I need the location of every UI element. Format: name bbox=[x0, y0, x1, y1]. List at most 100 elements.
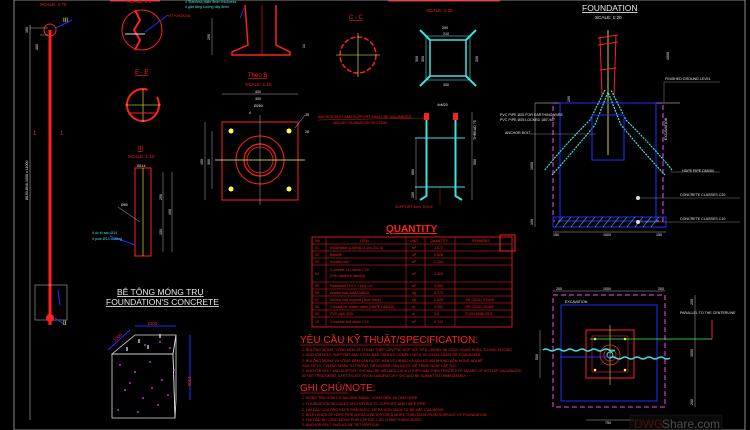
drawing-foundation-finished_ground: FINISHED GROUND LEVEL bbox=[665, 77, 711, 81]
section-C: C - C bbox=[336, 15, 380, 77]
quantity-rows-8-remarks: TCVN 6056-2011 bbox=[465, 312, 493, 316]
specification-lines-0: 1. BULÔNG MÓNG, VÒNG ĐỆM VÀ THANH THÉP C… bbox=[302, 347, 513, 352]
drawing-anchor_plan-dim_right: 300 bbox=[475, 56, 479, 62]
quantity-rows-7-item: Conduit for power cable (HDPE D65/50) bbox=[330, 305, 394, 309]
foundation-plan: 200 1000 200 EXCAVATION PARALLEL TO THE … bbox=[535, 287, 736, 425]
drawing-anchor_plan-dim_bottom: 300 bbox=[443, 83, 449, 87]
drawing-detail_III-dim_2: 400 bbox=[168, 209, 172, 215]
quantity-rows-0-qty: 1.872 bbox=[434, 246, 443, 250]
foundation-section: FOUNDATION SCALE: 1:20 FINISHED GROUND L… bbox=[499, 3, 740, 252]
quantity-rows-6-qty: 0.629 bbox=[434, 298, 443, 302]
drawing-foundation-dim_side: 150 bbox=[656, 233, 662, 237]
drawing-detail_base-note_2: 4 gân tăng cường dày 8mm bbox=[185, 5, 229, 9]
drawing-foundation-dim_side: 150 bbox=[553, 233, 559, 237]
specification-lines-4: 2. ANCHOR BOLT AND SUPPORT SHOULD BE WEL… bbox=[302, 369, 522, 373]
quantity-rows-9-qty: 0.144 bbox=[434, 320, 443, 324]
drawing-foundation-anchor_bolt: ANCHOR BOLT bbox=[505, 131, 531, 135]
drawing-anchor_bolt-bolt_size: 4xM20 bbox=[437, 103, 448, 107]
quantity-rows-9-unit: m³ bbox=[412, 320, 417, 324]
drawing-foundation-scale: SCALE: 1:20 bbox=[595, 15, 622, 20]
anchor-plan: SCALE: 1:20 250 210 300 300 300 300 bbox=[415, 8, 479, 87]
drawing-anchor_plan-dim_left_inner: 300 bbox=[421, 56, 425, 62]
col-header-unit: UNIT bbox=[410, 239, 419, 243]
drawing-section_C-title: C - C bbox=[349, 15, 364, 21]
quantity-rows-3-no: 04 bbox=[315, 272, 319, 276]
quantity-rows-9-item: Concrete 4x6 stone C10 bbox=[330, 320, 369, 324]
detail-base: 4 Stainless plate 8mm thickness 4 gân tă… bbox=[185, 0, 306, 56]
detail-E: SCALE: 1:5 VIT KHOA M8 E - E bbox=[121, 0, 191, 122]
drawing-foundation-dim_right_top: 1000 bbox=[666, 52, 670, 60]
anchor-bolt-elevation: ANCHOR BOLT AND SUPPORT SHALL BE GALVANI… bbox=[317, 103, 477, 209]
quantity-rows-3-item: Concrete 1x2 stone C20 bbox=[330, 268, 369, 272]
drawing-detail_base-dim_right: 14 bbox=[302, 44, 306, 48]
specification-lines-1: 1. ANCHOR BOLT, SUPPORT AND STEEL BAR SH… bbox=[302, 353, 482, 357]
col-header-no: No bbox=[315, 239, 320, 243]
note-lines-2: 2. HAI ĐẦU CỦA ỐNG HDPE PHẢI ĐƯỢC ĐỂ RA … bbox=[302, 407, 445, 412]
quantity-title: QUANTITY bbox=[386, 224, 437, 235]
watermark-suffix: Share.com bbox=[662, 417, 720, 430]
drawing-foundation-dim_base: 1000 bbox=[603, 233, 611, 237]
drawing-pole_elevation-dim_top_1: 150 bbox=[25, 27, 29, 33]
quantity-rows-5-unit: kg bbox=[412, 291, 416, 295]
drawing-pole_elevation-dim_top_2: 300 bbox=[35, 44, 39, 50]
drawing-anchor_plan-scale: SCALE: 1:20 bbox=[426, 8, 453, 13]
quantity-rows-6-remarks: JIS G3101 SS400 bbox=[465, 298, 494, 302]
quantity-rows-5-item: Anchor bolt 4xM20x800L bbox=[330, 291, 370, 295]
drawing-detail_B-dim_h_inner: 300 bbox=[207, 159, 211, 165]
col-header-quantity: QUANTITY bbox=[430, 239, 449, 243]
galvanized-note: ANCHOR BOLT AND SUPPORT SHALL BE GALVANI… bbox=[318, 115, 412, 119]
quantity-rows-7-unit: m bbox=[412, 305, 415, 309]
drawing-detail_B-dim_hole: 4 bbox=[249, 111, 251, 115]
quantity-rows-2-item: Surplus soil bbox=[330, 260, 349, 264]
pole-height-dim: Ø150-Ø48-1000 x 11000 bbox=[25, 161, 29, 201]
specification-title: YÊU CẦU KỸ THUẬT/SPECIFICATION: bbox=[300, 333, 478, 346]
drawing-detail_III-dim_top: Ø114 bbox=[137, 164, 146, 168]
quantity-rows-2-qty: 1.344 bbox=[434, 260, 443, 264]
quantity-rows-1-unit: m³ bbox=[412, 253, 417, 257]
concrete-block: BÊ TÔNG MÓNG TRỤ FOUNDATION'S CONCRETE 1… bbox=[106, 287, 219, 419]
quantity-rows-1-no: 02 bbox=[315, 253, 319, 257]
drawing-plan-dim_right: 1000 bbox=[690, 349, 694, 357]
drawing-detail_III-note_1: 4 ốc bi sau Ø14 bbox=[92, 231, 117, 235]
quantity-rows-8-qty: 0.8 bbox=[434, 312, 439, 316]
col-header-remarks: REMARKS bbox=[472, 239, 490, 243]
drawing-plan-excavation: EXCAVATION bbox=[565, 300, 588, 304]
drawing-detail_III-dim_1: 250 bbox=[159, 194, 163, 200]
drawing-detail_E-title: E - E bbox=[135, 70, 148, 76]
detail-III: III SCALE: 1:10 Ø114 250 400 150 Ø60 4 ố… bbox=[92, 146, 173, 257]
quantity-rows-9-no: 10 bbox=[315, 320, 319, 324]
quantity-rows-6-unit: kg bbox=[412, 298, 416, 302]
drawing-anchor_bolt-dim_2: 500 bbox=[473, 159, 477, 165]
foundation-title: FOUNDATION bbox=[582, 3, 638, 13]
drawing-anchor_bolt-support: SUPPORT 3mm THICK bbox=[395, 205, 434, 209]
pole-scale: SCALE: 1:75 bbox=[40, 2, 67, 7]
quantity-rows-4-item: Formwork (1.0 x 1.0m) x 4 bbox=[330, 284, 372, 288]
note-title: GHI CHÚ/NOTE: bbox=[300, 381, 376, 394]
drawing-foundation-note_left_2: PVC PIPE Ø25 LOCKED 180°/45° bbox=[500, 118, 556, 122]
parallel-note: PARALLEL TO THE CENTERLINE bbox=[680, 311, 736, 315]
quantity-rows-0-no: 01 bbox=[315, 246, 319, 250]
quantity-rows-7-remarks: JIS G3101 SS400 bbox=[465, 305, 494, 309]
drawing-anchor_plan-dim_top: 250 bbox=[442, 26, 448, 30]
quantity-rows-1-qty: 0.528 bbox=[434, 253, 443, 257]
drawing-foundation-concrete_c10: CONCRETE CLASSES C10 bbox=[680, 217, 725, 221]
drawing-detail_E-scale: SCALE: 1:5 bbox=[127, 0, 151, 4]
drawing-anchor_bolt-thread: THREAD 75 bbox=[473, 120, 477, 140]
quantity-rows-8-unit: m bbox=[412, 312, 415, 316]
drawing-plan-dim_top_right: 200 bbox=[658, 287, 664, 291]
drawing-detail_B-scale: SCALE: 1:10 bbox=[245, 82, 272, 87]
note-lines-3: 2. BOTH ENDS OF HDPE PIPE SHOULD BE EXPO… bbox=[302, 413, 487, 417]
drawing-foundation-excavation: EXCAVATION bbox=[664, 117, 668, 140]
drawing-detail_III-note_2: 4 pole Ø14 coating bbox=[92, 237, 122, 241]
drawing-foundation-concrete_c20: CONCRETE CLASSES C20 bbox=[680, 193, 725, 197]
col-header-item: ITEM bbox=[360, 239, 369, 243]
specification-lines-3: SAU XỬ LÝ, CHỨNG NHẬN TỪ PHÒNG THÍ NGHIỆ… bbox=[302, 363, 458, 368]
drawing-foundation-hdpe: HDPE PIPE D65/50 bbox=[682, 169, 714, 173]
drawing-foundation-dim_left_small: 100 bbox=[530, 219, 534, 225]
quantity-rows-4-qty: 4.000 bbox=[434, 284, 443, 288]
drawing-concrete_block-dim_width: 1000 bbox=[147, 321, 158, 326]
quantity-rows-4-unit: m² bbox=[412, 284, 417, 288]
pole-elevation: SCALE: 1:75 III 150 300 Ø150-Ø48-1000 x … bbox=[25, 2, 73, 420]
quantity-rows-8-item: PVC pipe Ø25 bbox=[330, 312, 353, 316]
